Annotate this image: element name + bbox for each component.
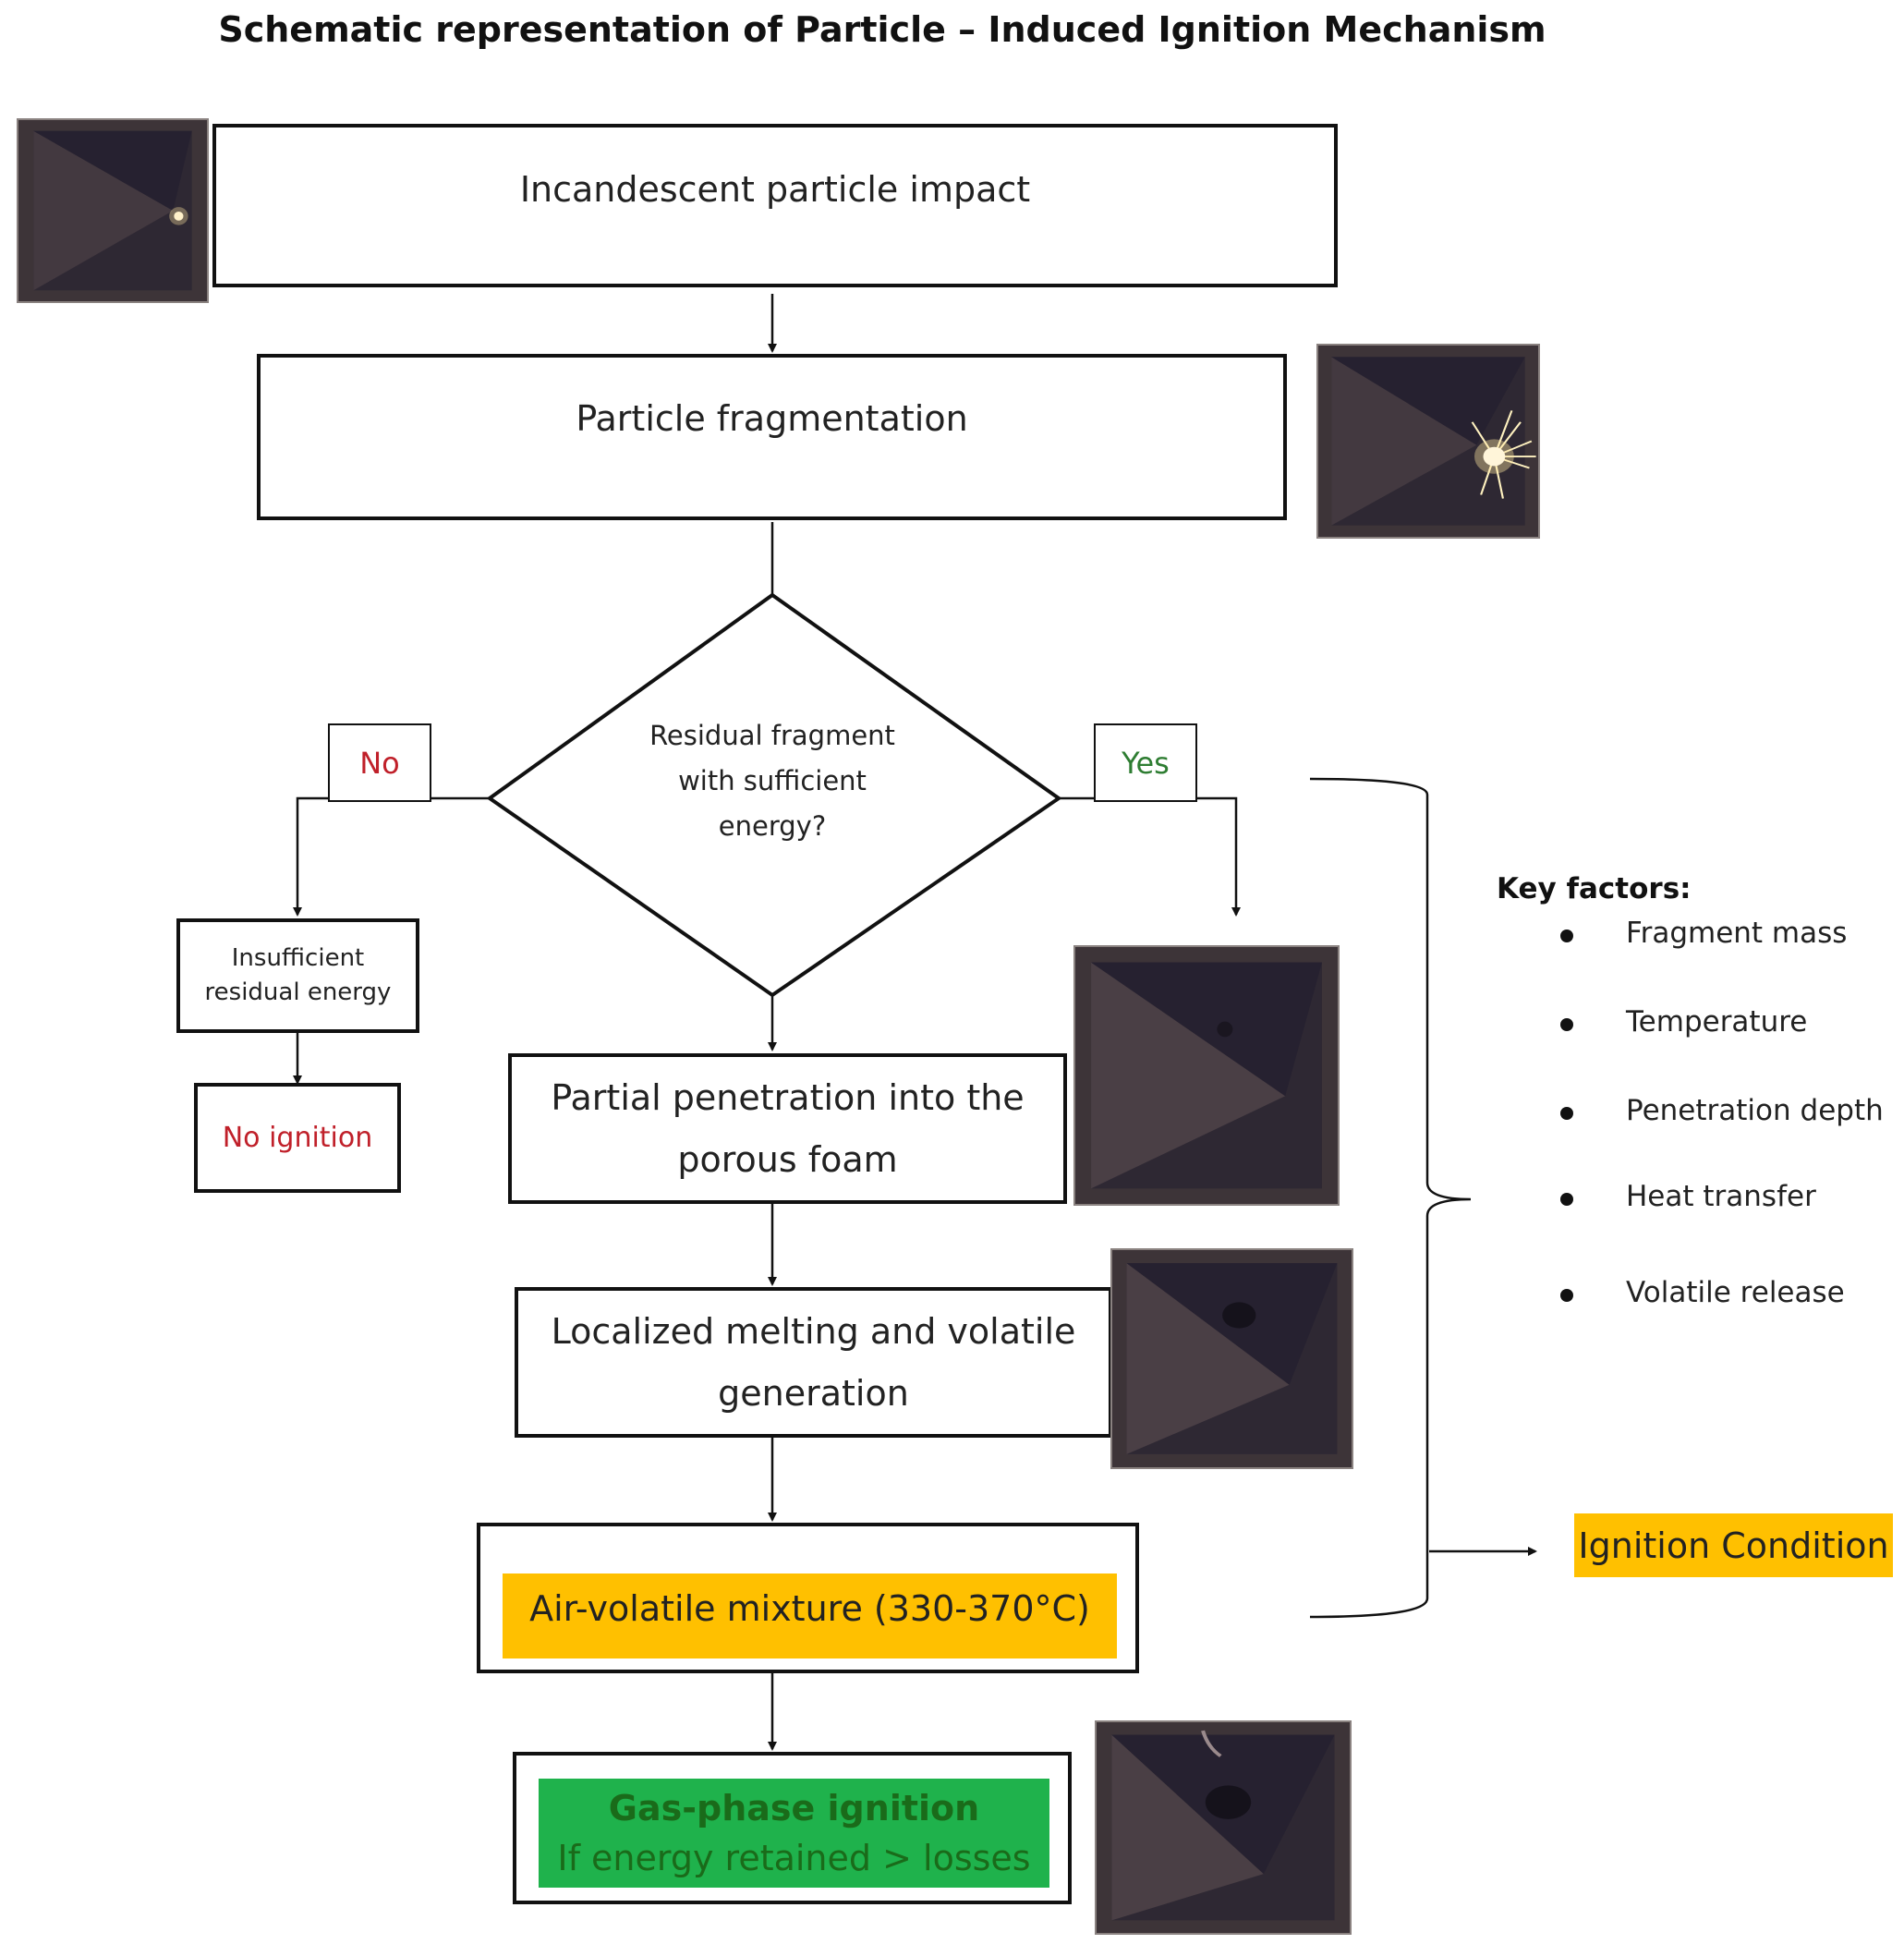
ignition-condition-text: If energy retained > losses [557,1838,1031,1878]
melting-step-box: Localized melting and volatile generatio… [515,1287,1112,1438]
insufficient-energy-text: Insufficient residual energy [204,944,392,1006]
key-factor-text: Heat transfer [1626,1180,1816,1213]
key-factor-text: Volatile release [1626,1276,1845,1309]
mixture-highlight: Air-volatile mixture (330-370°C) [503,1573,1117,1658]
ignition-condition-label: Ignition Condition [1578,1525,1889,1566]
yes-label: Yes [1122,745,1170,781]
no-ignition-text: No ignition [222,1122,373,1154]
no-label-box: No [328,723,431,802]
decision-diamond [486,592,1062,998]
impact-step-text: Incandescent particle impact [519,168,1031,210]
impact-step-box: Incandescent particle impact [212,124,1338,287]
penetration-step-text: Partial penetration into the porous foam [551,1076,1025,1180]
arrow-yes-branch [1059,796,1241,917]
key-factor-text: Penetration depth [1626,1094,1884,1127]
arrow-no-branch [293,796,490,917]
photo-fragmentation [1316,344,1540,539]
key-factor-text: Fragment mass [1626,917,1848,950]
photo-impact [17,118,209,303]
ignition-condition-box: Ignition Condition [1574,1513,1893,1577]
photo-ignition [1095,1720,1352,1935]
ignition-highlight: Gas-phase ignition If energy retained > … [539,1779,1049,1888]
key-factor-item: Penetration depth [1560,1090,1893,1136]
key-factor-item: Temperature [1560,1002,1893,1048]
key-factors-heading: Key factors: [1497,872,1692,905]
penetration-step-box: Partial penetration into the porous foam [508,1053,1067,1204]
key-factor-text: Temperature [1626,1005,1808,1039]
key-factor-item: Volatile release [1560,1272,1893,1318]
bullet-icon [1560,1018,1573,1031]
photo-melting [1110,1248,1353,1469]
ignition-heading-text: Gas-phase ignition [608,1788,980,1829]
yes-label-box: Yes [1094,723,1197,802]
bullet-icon [1560,1193,1573,1206]
melting-step-text: Localized melting and volatile generatio… [551,1310,1076,1414]
no-label: No [359,745,400,781]
mixture-step-text: Air-volatile mixture (330-370°C) [529,1588,1090,1629]
bullet-icon [1560,929,1573,942]
key-factor-item: Heat transfer [1560,1176,1893,1222]
photo-penetration [1073,945,1340,1206]
diagram-title: Schematic representation of Particle – I… [218,9,1546,50]
fragmentation-step-text: Particle fragmentation [576,398,968,439]
bullet-icon [1560,1289,1573,1302]
no-ignition-box: No ignition [194,1083,401,1193]
key-factor-item: Fragment mass [1560,913,1893,959]
bullet-icon [1560,1107,1573,1120]
decision-text: Residual fragment with sufficient energy… [649,720,895,842]
insufficient-energy-box: Insufficient residual energy [176,918,419,1033]
fragmentation-step-box: Particle fragmentation [257,354,1287,520]
key-factors-brace [1309,777,1472,1619]
